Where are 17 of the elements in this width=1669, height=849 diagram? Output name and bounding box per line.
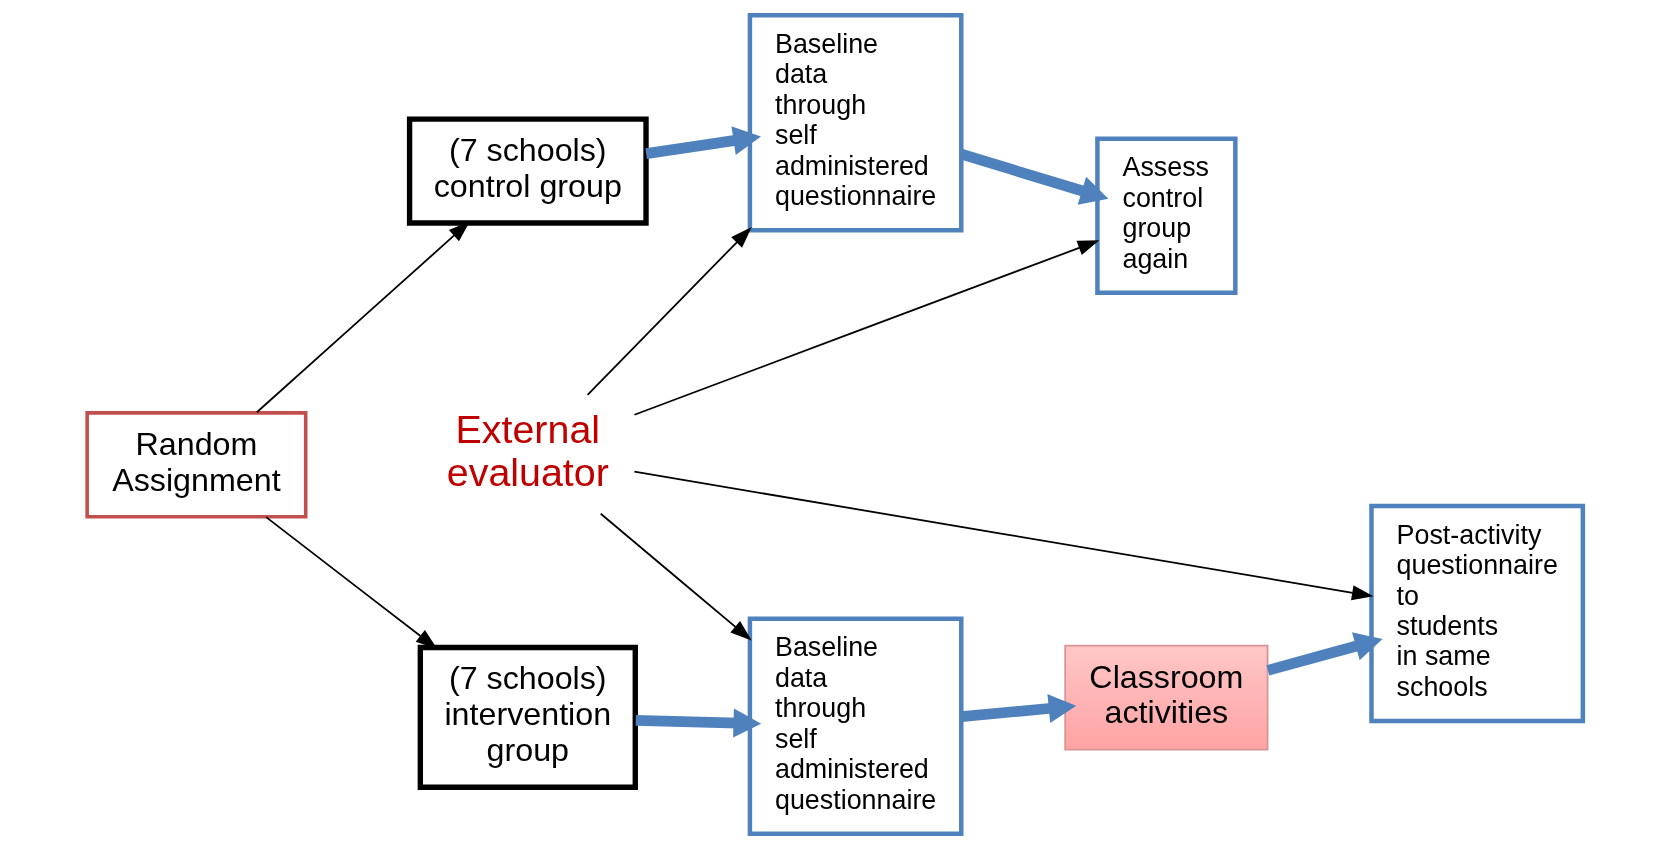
arrow bbox=[633, 470, 1373, 601]
arrow bbox=[599, 512, 752, 641]
node-box: Random Assignment bbox=[84, 411, 307, 519]
arrow bbox=[586, 227, 752, 396]
node-box: Baseline data through self administered questionnaire bbox=[747, 616, 963, 837]
arrow bbox=[644, 126, 761, 159]
node-box: (7 schools) intervention group bbox=[417, 644, 638, 790]
arrow bbox=[635, 708, 761, 738]
node-box: Classroom activities bbox=[1063, 644, 1268, 751]
node-text: External evaluator bbox=[446, 406, 609, 494]
node-box: Baseline data through self administered questionnaire bbox=[747, 12, 963, 233]
arrow bbox=[960, 694, 1076, 723]
node-box: Assess control group again bbox=[1094, 136, 1238, 296]
arrow bbox=[1266, 632, 1383, 676]
node-box: (7 schools) control group bbox=[406, 116, 649, 226]
node-box: Post-activity questionnaire to students in same schools bbox=[1368, 503, 1585, 724]
arrow bbox=[633, 240, 1099, 416]
